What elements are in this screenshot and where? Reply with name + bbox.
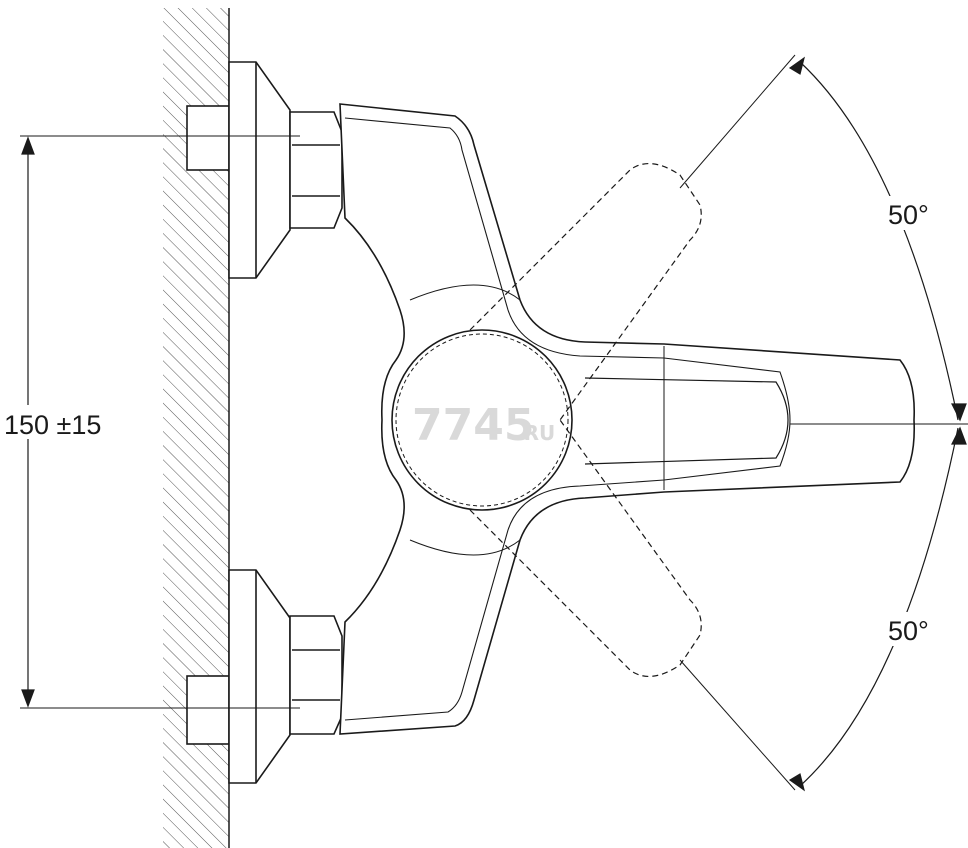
angle-upper-label: 50° — [888, 200, 929, 230]
lever-position-lower-dashed — [469, 419, 702, 677]
cartridge-cap — [391, 284, 573, 556]
watermark-suffix: .RU — [516, 421, 555, 445]
watermark-logo: 7745 — [412, 400, 534, 451]
angle-lower-label: 50° — [888, 616, 929, 646]
upper-eccentric-fitting — [186, 61, 343, 279]
mixer-body — [339, 103, 916, 735]
center-lines — [20, 54, 968, 791]
height-dimension-label: 150 ±15 — [4, 410, 101, 440]
lower-eccentric-fitting — [186, 569, 343, 784]
lever-position-upper-dashed — [469, 163, 702, 421]
